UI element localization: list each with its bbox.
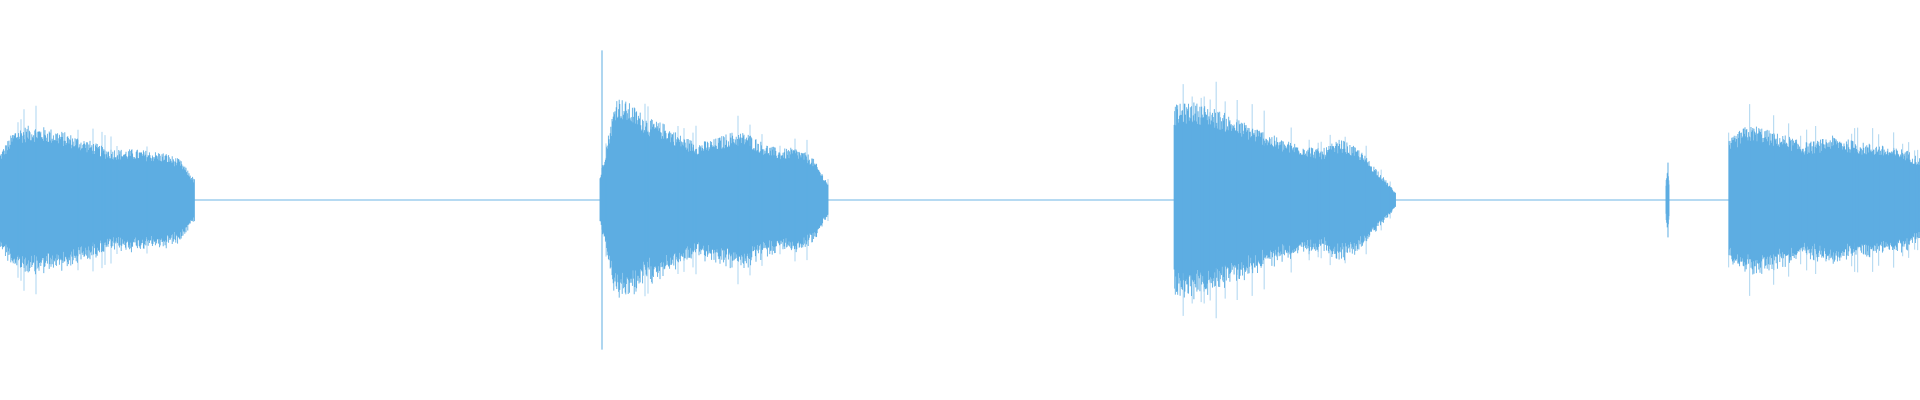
waveform-body-clip-3	[1173, 102, 1396, 300]
waveform-peaks-click-transient	[1665, 180, 1670, 220]
waveform-peaks-clip-2	[605, 103, 829, 297]
waveform-peaks-clip-4	[1728, 104, 1919, 296]
waveform-body-clip-2	[599, 99, 829, 298]
waveform-segments	[0, 50, 1920, 350]
waveform-body-clip-1	[0, 125, 195, 275]
waveform-segment-clip-3	[1173, 81, 1396, 319]
waveform-peaks-clip-1	[17, 105, 148, 295]
waveform-segment-click-transient	[1665, 162, 1670, 238]
waveform-segment-clip-1	[0, 105, 195, 295]
waveform-segment-clip-2	[599, 50, 829, 350]
waveform-body-clip-4	[1728, 126, 1920, 275]
waveform-peaks-clip-3	[1182, 81, 1391, 319]
waveform-segment-clip-4	[1728, 104, 1920, 296]
